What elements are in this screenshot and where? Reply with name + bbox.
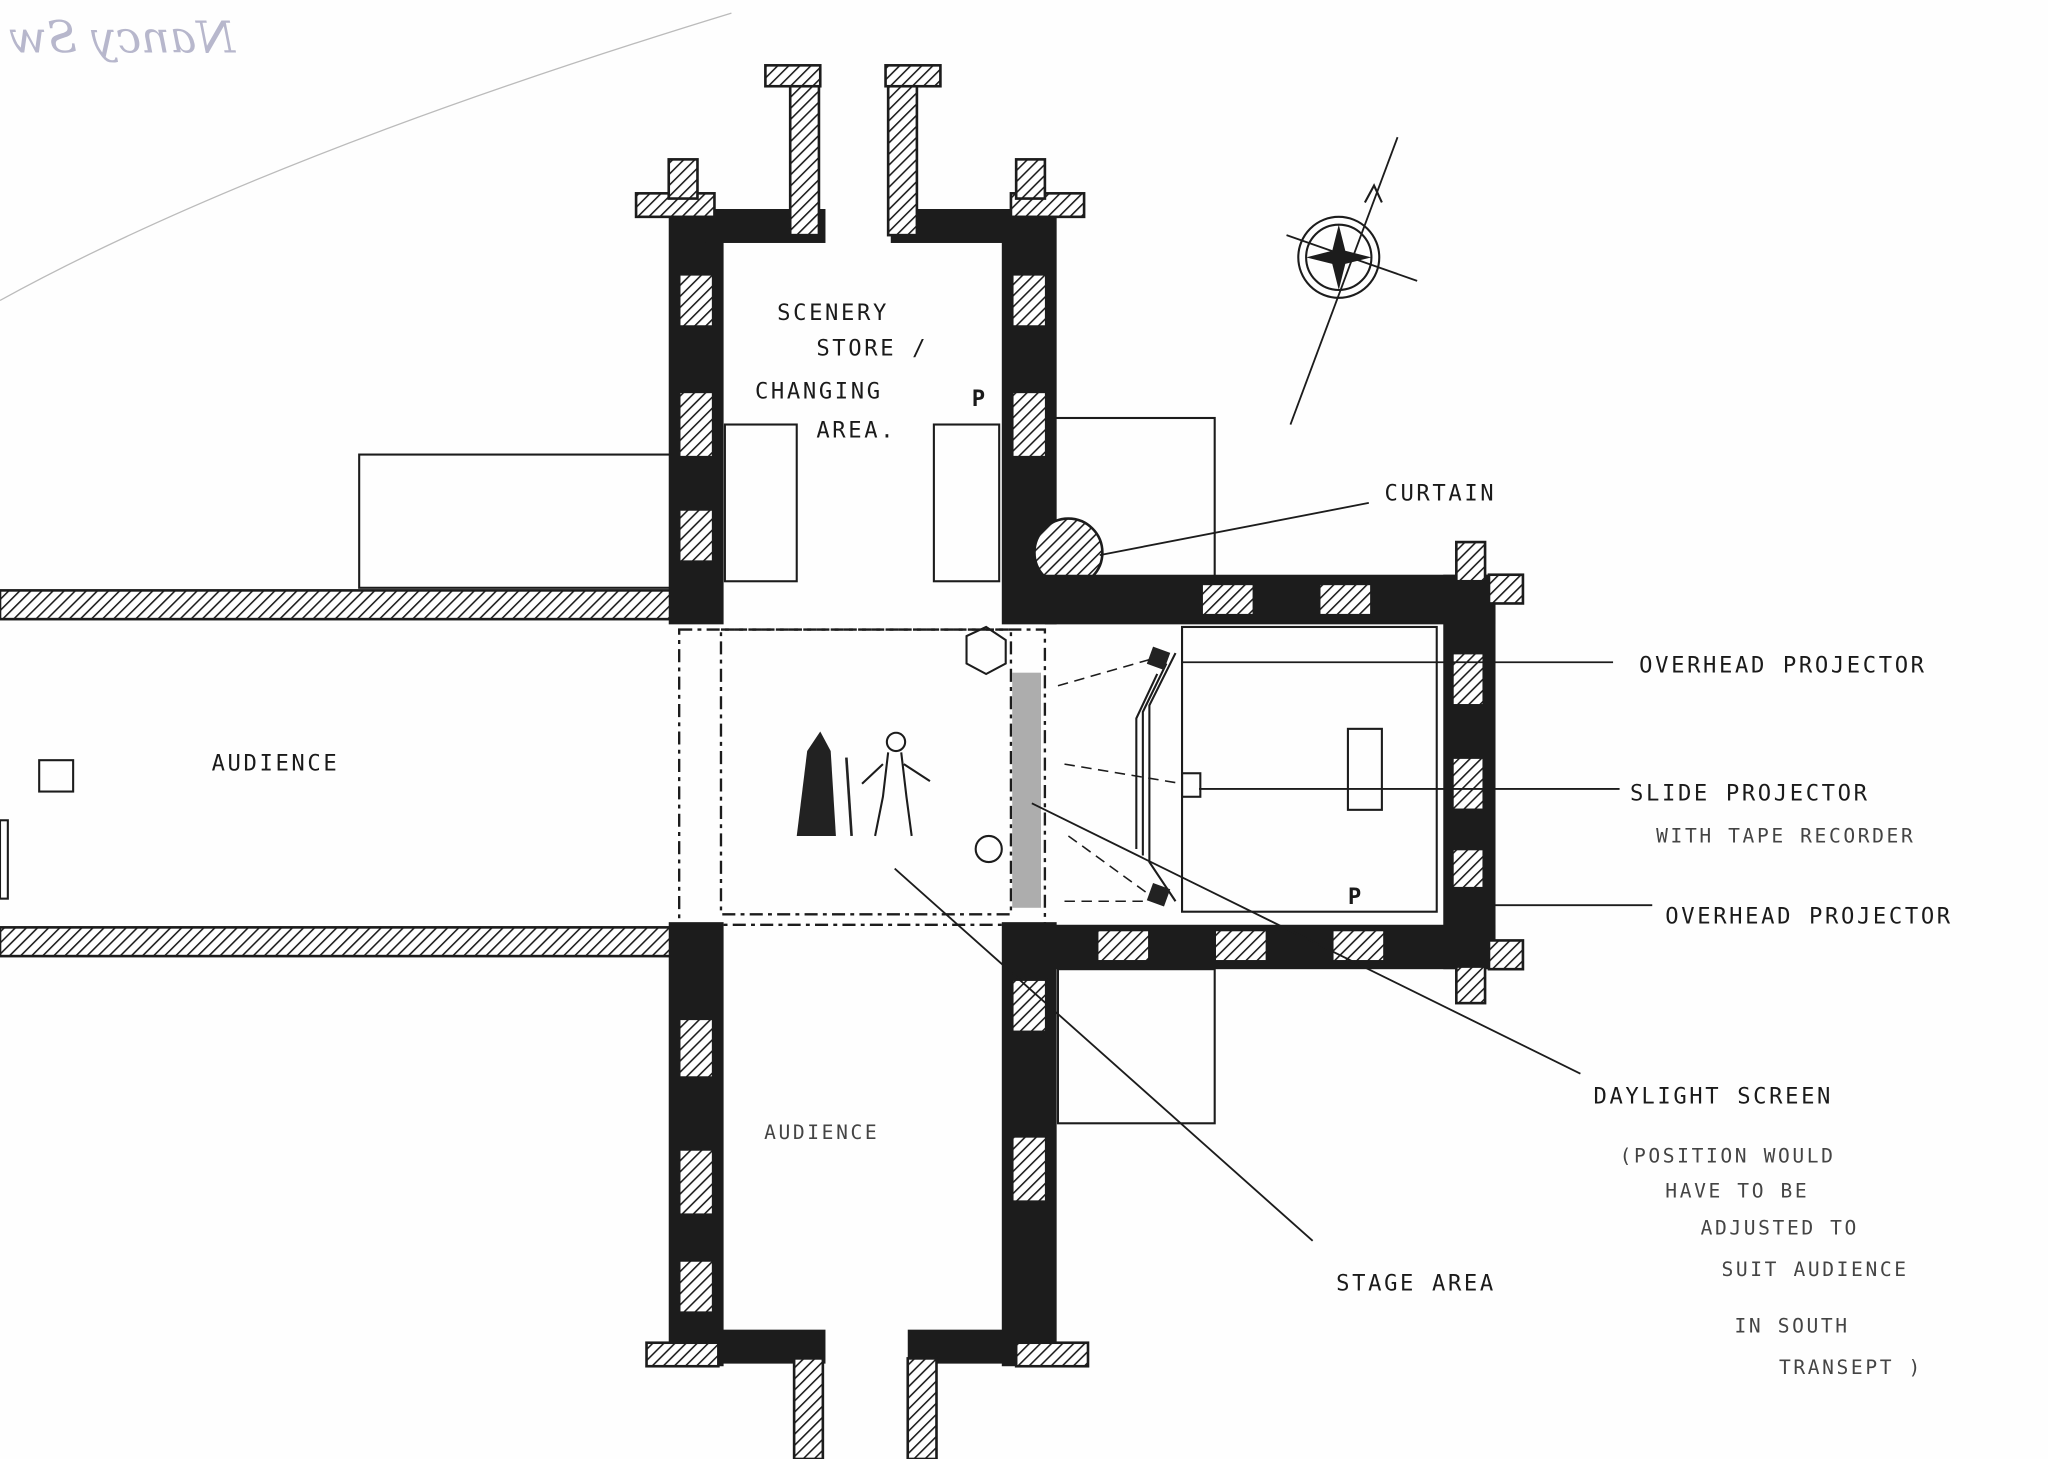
label-scenery: SCENERY	[777, 300, 889, 326]
crossing-outline	[678, 628, 1047, 926]
stage-figures-sketch	[796, 731, 931, 837]
pillar-round	[974, 834, 1003, 864]
mirrored-signature: Nancy Sw	[9, 12, 236, 63]
north-compass-icon	[1286, 136, 1418, 425]
label-nave-audience: AUDIENCE	[212, 751, 340, 777]
label-changing: CHANGING	[755, 378, 883, 404]
label-area: AREA.	[816, 418, 896, 444]
daylight-note-line: TRANSEPT )	[1779, 1356, 1923, 1379]
label-south-audience: AUDIENCE	[764, 1121, 879, 1144]
label-overhead-projector-2: OVERHEAD PROJECTOR	[1665, 903, 1952, 929]
annotations: CURTAIN OVERHEAD PROJECTOR SLIDE PROJECT…	[1336, 480, 1952, 1379]
overhead-projector-1-symbol	[1146, 646, 1171, 671]
daylight-note-line: SUIT AUDIENCE	[1721, 1258, 1908, 1281]
south-transept-walls	[645, 922, 1090, 1459]
daylight-note-line: (POSITION WOULD	[1620, 1144, 1836, 1167]
overhead-projector-2-symbol	[1146, 883, 1171, 907]
daylight-note-line: HAVE TO BE	[1665, 1180, 1809, 1203]
chancel-walls	[1044, 540, 1525, 1005]
p-marker-north: P	[972, 386, 988, 412]
nave-walls	[0, 589, 681, 958]
daylight-note-line: IN SOUTH	[1735, 1314, 1850, 1337]
label-daylight-screen: DAYLIGHT SCREEN	[1593, 1084, 1833, 1110]
room-labels: SCENERY STORE / CHANGING AREA. P P AUDIE…	[212, 300, 1364, 1144]
label-store: STORE /	[816, 335, 928, 361]
label-slide-projector: SLIDE PROJECTOR	[1630, 781, 1870, 807]
label-tape-recorder: WITH TAPE RECORDER	[1656, 824, 1915, 847]
daylight-screen-shading	[1012, 672, 1041, 908]
north-transept-walls	[634, 64, 1104, 625]
daylight-note-line: ADJUSTED TO	[1701, 1216, 1859, 1239]
label-curtain: CURTAIN	[1384, 480, 1496, 506]
p-marker-chancel: P	[1348, 884, 1364, 910]
label-stage-area: STAGE AREA	[1336, 1270, 1496, 1296]
pillar-octagon	[965, 625, 1007, 676]
pencil-arc	[0, 12, 732, 302]
label-overhead-projector-1: OVERHEAD PROJECTOR	[1639, 653, 1926, 679]
leader-lines	[894, 501, 1653, 1242]
